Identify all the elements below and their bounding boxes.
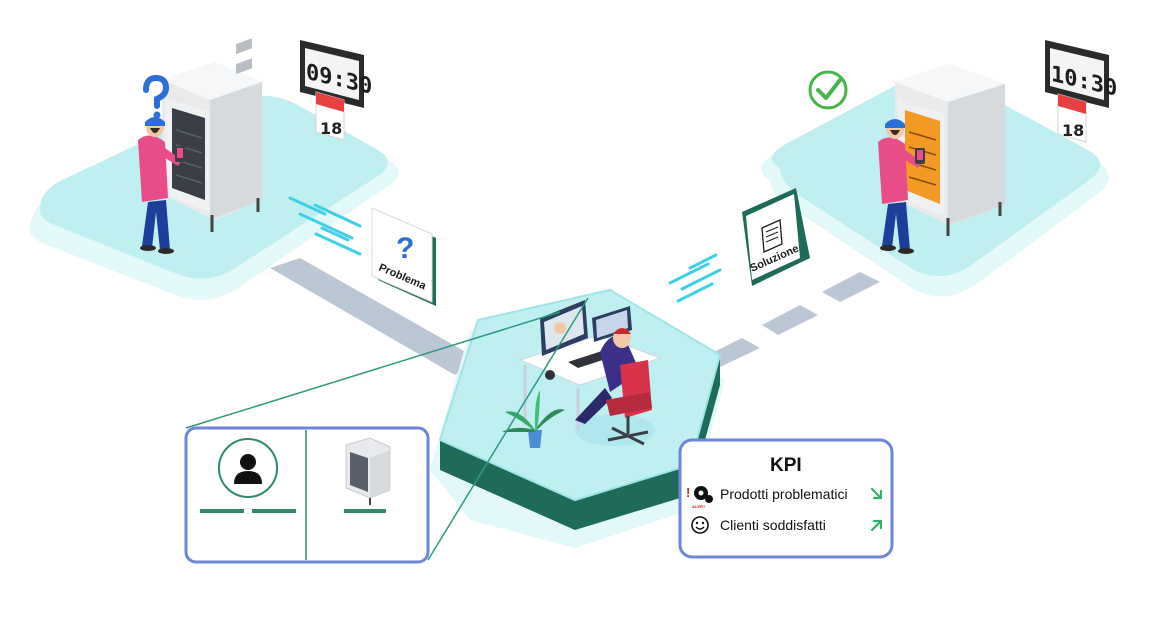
customer-detail-panel — [184, 426, 430, 564]
kpi-title: KPI — [770, 455, 802, 476]
speed-lines-left — [288, 196, 362, 256]
document-icon — [761, 219, 783, 253]
left-technician — [138, 117, 185, 254]
kpi-item-label: Clienti soddisfatti — [720, 517, 826, 533]
customer-name-placeholder — [200, 509, 296, 513]
trend-down-icon — [870, 487, 883, 500]
product-name-placeholder — [344, 509, 386, 513]
left-calendar-icon: 18 — [315, 91, 345, 141]
zoom-lines — [185, 297, 589, 561]
question-mark-icon — [143, 74, 170, 119]
operator-workstation — [518, 300, 662, 446]
right-calendar-icon: 18 — [1057, 93, 1087, 143]
oven-thumbnail-icon — [345, 437, 391, 505]
alert-gear-icon: ! ALERT — [686, 485, 713, 509]
alert-badge-label: ALERT — [692, 504, 706, 509]
left-calendar-day: 18 — [320, 119, 342, 138]
plant-icon — [502, 390, 565, 448]
right-technician — [878, 119, 925, 254]
right-clock: 10:30 — [1045, 40, 1117, 108]
kpi-item-label: Prodotti problematici — [720, 486, 848, 502]
speed-lines-right — [668, 253, 722, 303]
right-calendar-day: 18 — [1062, 121, 1084, 140]
user-avatar-icon — [218, 438, 278, 498]
central-hexagon-platform — [430, 288, 725, 548]
check-circle-icon — [808, 70, 848, 110]
left-road — [270, 258, 480, 375]
problem-card-mark: ? — [396, 232, 414, 265]
smiley-face-icon — [691, 516, 709, 534]
problem-card: ? Problema — [371, 207, 436, 306]
svg-text:!: ! — [686, 485, 690, 500]
trend-up-icon — [870, 519, 883, 532]
left-oven — [162, 38, 262, 232]
kpi-panel: KPI ! ALERT Prodotti problematici Client… — [678, 438, 894, 559]
